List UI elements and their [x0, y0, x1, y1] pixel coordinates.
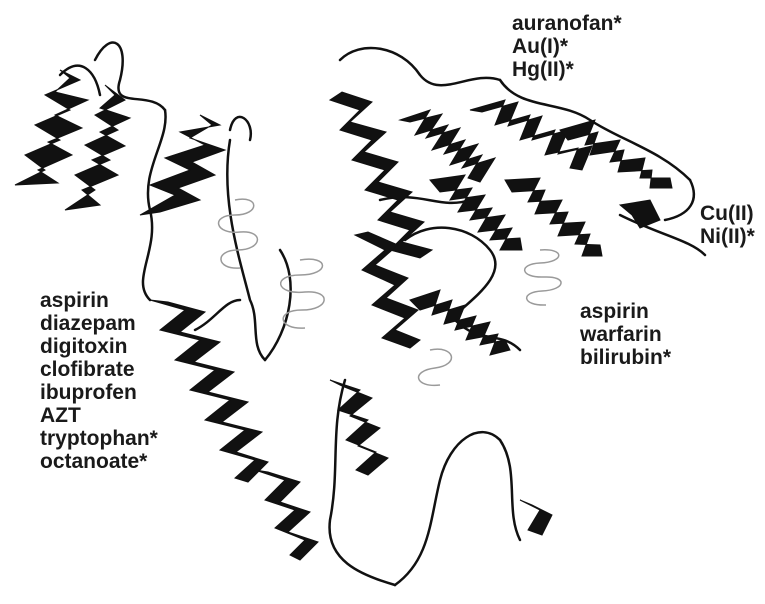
ligand-label: octanoate* [40, 450, 158, 473]
binding-site-middle-labels: aspirin warfarin bilirubin* [580, 300, 671, 369]
binding-site-left-labels: aspirin diazepam digitoxin clofibrate ib… [40, 289, 158, 473]
ligand-label: warfarin [580, 323, 671, 346]
ligand-label: auranofan* [512, 12, 622, 35]
ligand-label: ibuprofen [40, 381, 158, 404]
ligand-label: digitoxin [40, 335, 158, 358]
ligand-label: tryptophan* [40, 427, 158, 450]
binding-site-right-labels: Cu(II) Ni(II)* [700, 202, 755, 248]
ligand-label: bilirubin* [580, 346, 671, 369]
ligand-label: clofibrate [40, 358, 158, 381]
ligand-label: Au(I)* [512, 35, 622, 58]
ligand-label: aspirin [580, 300, 671, 323]
ligand-label: aspirin [40, 289, 158, 312]
ligand-label: AZT [40, 404, 158, 427]
ligand-label: diazepam [40, 312, 158, 335]
ligand-label: Cu(II) [700, 202, 755, 225]
ligand-label: Hg(II)* [512, 58, 622, 81]
binding-site-top-labels: auranofan* Au(I)* Hg(II)* [512, 12, 622, 81]
ligand-label: Ni(II)* [700, 225, 755, 248]
